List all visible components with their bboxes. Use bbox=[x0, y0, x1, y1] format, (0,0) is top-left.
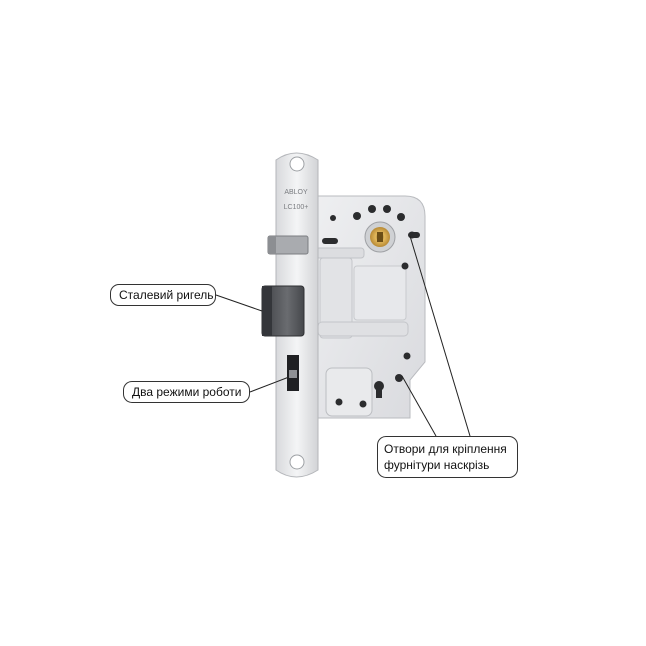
callout-steel-bolt: Сталевий ригель bbox=[110, 284, 216, 306]
callout-holes-line2: фурнітури наскрізь bbox=[384, 458, 490, 472]
steel-deadbolt bbox=[261, 285, 305, 337]
leader-lines bbox=[215, 235, 471, 437]
callout-two-modes: Два режими роботи bbox=[123, 381, 250, 403]
mounting-holes bbox=[322, 205, 420, 408]
latch-bolt bbox=[267, 235, 309, 255]
callout-two-modes-label: Два режими роботи bbox=[132, 385, 242, 399]
faceplate-brand: ABLOY bbox=[284, 189, 308, 196]
cylinder-follower bbox=[364, 221, 396, 253]
callout-steel-bolt-label: Сталевий ригель bbox=[119, 288, 214, 302]
mode-selector bbox=[287, 355, 299, 391]
callout-holes-line1: Отвори для кріплення bbox=[384, 442, 507, 456]
callout-mounting-holes: Отвори для кріплення фурнітури наскрізь bbox=[377, 436, 518, 478]
keyhole bbox=[374, 381, 384, 398]
faceplate-model: LC100+ bbox=[284, 204, 309, 211]
lock-case bbox=[315, 195, 426, 419]
